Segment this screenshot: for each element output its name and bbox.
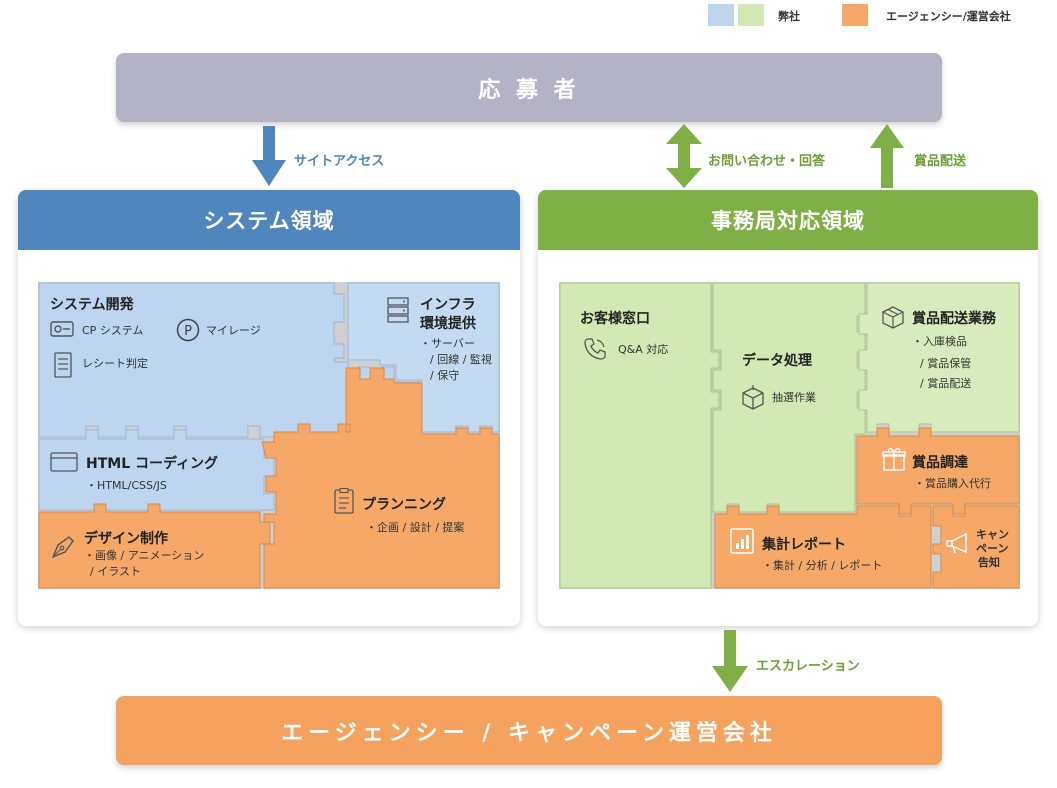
report-chart-icon	[730, 528, 754, 554]
parking-p-icon: P	[176, 318, 200, 342]
dev-title: システム開発	[50, 297, 134, 313]
procure-sub: ・賞品購入代行	[914, 477, 991, 490]
pen-nib-icon	[51, 536, 74, 559]
prize-delivery-label: 賞品配送	[914, 154, 967, 169]
office-panel-header: 事務局対応領域	[538, 190, 1038, 250]
arrow-escalation	[712, 630, 748, 692]
campaign-line-3: 告知	[978, 556, 1000, 569]
legend-swatch-orange	[842, 4, 868, 26]
server-icon	[387, 297, 409, 323]
browser-window-icon	[50, 452, 78, 472]
site-access-label: サイトアクセス	[294, 154, 385, 169]
svg-text:P: P	[184, 324, 192, 339]
agency-bar: エージェンシー / キャンペーン運営会社	[116, 696, 942, 765]
applicant-bar: 応 募 者	[116, 53, 942, 122]
design-sub-2: / イラスト	[90, 565, 141, 578]
procure-title: 賞品調達	[912, 455, 968, 471]
receipt-label: レシート判定	[82, 357, 148, 370]
arrow-inquiry	[666, 124, 702, 188]
office-puzzle-board	[559, 282, 1020, 589]
design-sub-1: ・画像 / アニメーション	[84, 549, 205, 562]
box-icon	[742, 385, 764, 410]
data-title: データ処理	[742, 353, 812, 369]
campaign-line-1: キャン	[976, 528, 1009, 541]
cp-system-label: CP システム	[82, 324, 144, 337]
legend-swatch-blue	[708, 4, 734, 26]
megaphone-icon	[946, 532, 967, 554]
prize-ops-sub-2: / 賞品保管	[920, 357, 972, 370]
system-panel-header: システム領域	[18, 190, 520, 250]
report-sub: ・集計 / 分析 / レポート	[762, 559, 883, 572]
infra-sub-2: / 回線 / 監視	[430, 353, 492, 366]
legend-agency-label: エージェンシー/運営会社	[886, 10, 1011, 23]
customer-sub: Q&A 対応	[618, 343, 669, 356]
system-panel-title: システム領域	[203, 209, 335, 233]
report-title: 集計レポート	[762, 537, 846, 553]
receipt-icon	[54, 352, 72, 378]
package-icon	[882, 306, 904, 329]
agency-label: エージェンシー / キャンペーン運営会社	[281, 720, 777, 746]
escalation-label: エスカレーション	[756, 659, 860, 674]
prize-ops-title: 賞品配送業務	[912, 311, 996, 327]
data-sub: 抽選作業	[772, 391, 816, 404]
html-title: HTML コーディング	[86, 456, 219, 472]
planning-title: プランニング	[362, 497, 446, 513]
document-icon	[334, 488, 354, 514]
gear-screen-icon	[50, 321, 74, 337]
design-title: デザイン制作	[84, 531, 168, 547]
html-sub: ・HTML/CSS/JS	[86, 479, 167, 492]
phone-icon	[584, 338, 606, 360]
infra-sub-3: / 保守	[430, 369, 460, 382]
prize-ops-sub-1: ・入庫検品	[912, 335, 967, 348]
office-panel-title: 事務局対応領域	[711, 209, 865, 233]
infra-title-2: 環境提供	[420, 316, 476, 332]
applicant-label: 応 募 者	[478, 77, 580, 103]
legend-company-label: 弊社	[778, 10, 800, 23]
mileage-label: マイレージ	[206, 324, 261, 337]
infra-title-1: インフラ	[420, 297, 476, 313]
planning-sub: ・企画 / 設計 / 提案	[366, 521, 465, 534]
gift-icon	[882, 447, 906, 471]
system-puzzle-board	[38, 282, 500, 589]
infra-sub-1: ・サーバー	[420, 337, 475, 350]
arrow-site-access	[252, 126, 286, 186]
legend-swatch-green	[738, 4, 764, 26]
arrow-prize-delivery	[870, 124, 904, 188]
customer-title: お客様窓口	[580, 311, 650, 327]
inquiry-label: お問い合わせ・回答	[708, 154, 826, 169]
prize-ops-sub-3: / 賞品配送	[920, 377, 972, 390]
campaign-line-2: ペーン	[976, 542, 1009, 555]
